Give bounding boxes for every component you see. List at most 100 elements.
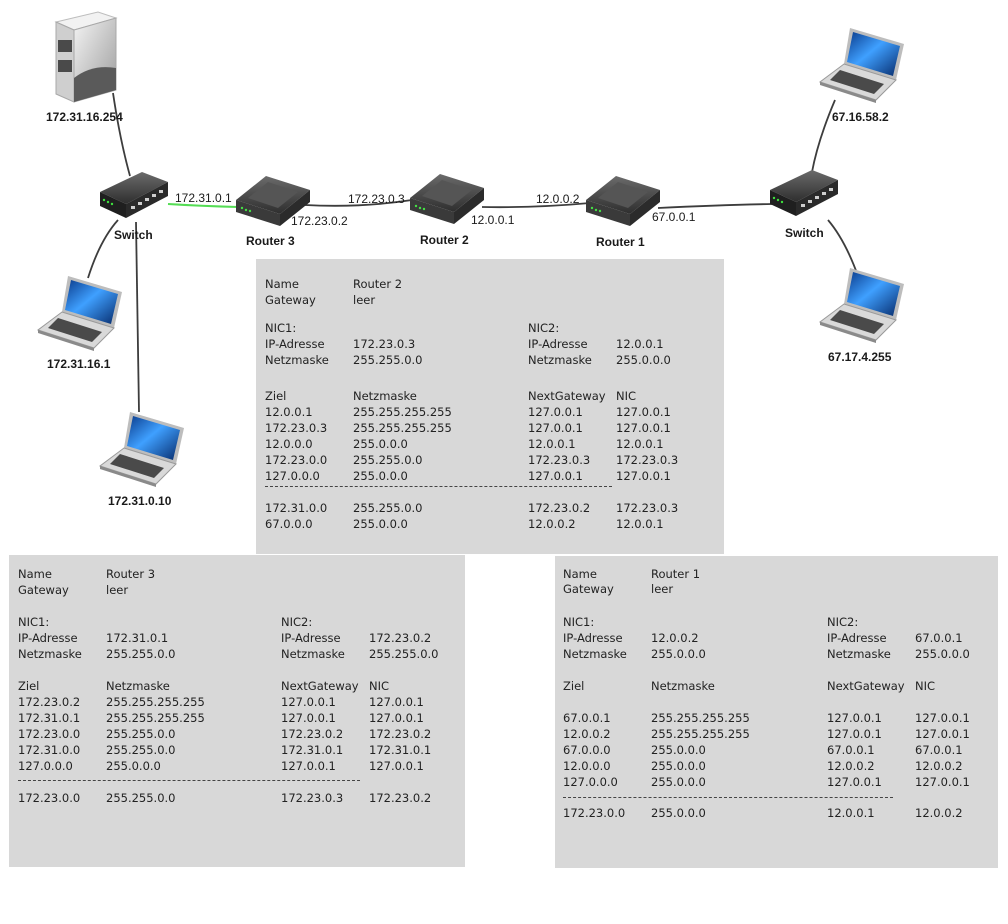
router2-icon[interactable] xyxy=(406,168,486,226)
extra-route-cell: 172.23.0.3 xyxy=(616,501,679,515)
laptop-right-2-icon[interactable] xyxy=(818,262,908,344)
table-cell: 255.255.255.255 xyxy=(106,695,205,709)
extra-route-cell: 172.23.0.2 xyxy=(528,501,591,515)
table-cell: 127.0.0.1 xyxy=(528,469,583,483)
table-cell: 127.0.0.1 xyxy=(528,405,583,419)
laptop-right-2-label: 67.17.4.255 xyxy=(828,350,892,364)
table-header-netzmaske: Netzmaske xyxy=(651,679,715,693)
cable-router3-router2 xyxy=(304,199,413,207)
table-cell: 12.0.0.1 xyxy=(616,437,664,451)
table-cell: 255.255.255.255 xyxy=(353,421,452,435)
table-cell: 127.0.0.1 xyxy=(616,405,671,419)
table-header-ziel: Ziel xyxy=(265,389,287,403)
table-separator xyxy=(265,486,612,487)
cable-switch-laptop-left-1 xyxy=(87,219,119,279)
router3-icon[interactable] xyxy=(232,170,312,228)
table-cell: 12.0.0.0 xyxy=(265,437,313,451)
table-cell: 127.0.0.0 xyxy=(265,469,320,483)
table-cell: 127.0.0.1 xyxy=(369,759,424,773)
nic1-title: NIC1: xyxy=(265,321,297,335)
table-cell: 255.0.0.0 xyxy=(353,437,408,451)
table-cell: 172.31.0.0 xyxy=(18,743,81,757)
nic2-ip-label: IP-Adresse xyxy=(281,631,341,645)
server-icon[interactable] xyxy=(52,8,120,104)
table-cell: 12.0.0.0 xyxy=(563,759,611,773)
extra-route-cell: 255.255.0.0 xyxy=(353,501,423,515)
laptop-left-1-icon[interactable] xyxy=(36,270,126,352)
table-separator xyxy=(18,780,360,781)
table-cell: 255.0.0.0 xyxy=(651,743,706,757)
nic1-mask-value: 255.255.0.0 xyxy=(106,647,176,661)
laptop-left-2-label: 172.31.0.10 xyxy=(108,494,172,508)
nic1-title: NIC1: xyxy=(18,615,50,629)
nic1-mask-value: 255.0.0.0 xyxy=(651,647,706,661)
extra-route-cell: 172.23.0.0 xyxy=(563,806,626,820)
table-cell: 172.23.0.2 xyxy=(281,727,344,741)
table-cell: 172.23.0.0 xyxy=(18,727,81,741)
switch-left-label: Switch xyxy=(114,228,153,242)
gateway-value: leer xyxy=(353,293,376,307)
table-cell: 127.0.0.1 xyxy=(827,711,882,725)
r1-left-ip-label: 12.0.0.2 xyxy=(536,192,580,206)
table-cell: 255.0.0.0 xyxy=(353,469,408,483)
table-cell: 172.23.0.3 xyxy=(265,421,328,435)
table-cell: 127.0.0.1 xyxy=(528,421,583,435)
table-cell: 255.0.0.0 xyxy=(651,759,706,773)
nic1-title: NIC1: xyxy=(563,615,595,629)
router1-icon[interactable] xyxy=(582,170,662,228)
laptop-left-1-label: 172.31.16.1 xyxy=(47,357,111,371)
name-value: Router 1 xyxy=(651,567,701,581)
table-cell: 255.0.0.0 xyxy=(651,775,706,789)
table-header-netzmaske: Netzmaske xyxy=(106,679,170,693)
table-cell: 127.0.0.1 xyxy=(915,711,970,725)
table-cell: 12.0.0.2 xyxy=(915,759,963,773)
r1-right-ip-label: 67.0.0.1 xyxy=(652,210,696,224)
table-cell: 172.23.0.3 xyxy=(616,453,679,467)
gateway-value: leer xyxy=(651,582,674,596)
extra-route-cell: 67.0.0.0 xyxy=(265,517,313,531)
table-cell: 172.31.0.1 xyxy=(369,743,432,757)
cable-switch-laptop-left-2 xyxy=(135,221,140,413)
table-header-nic: NIC xyxy=(369,679,390,693)
gateway-value: leer xyxy=(106,583,129,597)
table-cell: 255.255.0.0 xyxy=(106,743,176,757)
nic2-mask-label: Netzmaske xyxy=(528,353,592,367)
switch-left-icon[interactable] xyxy=(98,170,170,222)
cable-server-switch xyxy=(112,92,131,177)
laptop-right-1-icon[interactable] xyxy=(818,22,908,104)
name-label: Name xyxy=(563,567,597,581)
table-cell: 255.255.0.0 xyxy=(353,453,423,467)
switch-right-icon[interactable] xyxy=(768,168,840,220)
table-cell: 255.255.255.255 xyxy=(106,711,205,725)
table-cell: 172.23.0.0 xyxy=(265,453,328,467)
nic2-ip-value: 172.23.0.2 xyxy=(369,631,432,645)
table-cell: 127.0.0.1 xyxy=(616,469,671,483)
table-cell: 127.0.0.1 xyxy=(369,695,424,709)
cable-switch-router3 xyxy=(167,203,239,208)
switch-right-label: Switch xyxy=(785,226,824,240)
table-header-ziel: Ziel xyxy=(18,679,40,693)
name-value: Router 3 xyxy=(106,567,156,581)
table-cell: 127.0.0.1 xyxy=(281,695,336,709)
table-header-netzmaske: Netzmaske xyxy=(353,389,417,403)
router3-label: Router 3 xyxy=(246,234,295,248)
table-cell: 127.0.0.0 xyxy=(563,775,618,789)
table-cell: 127.0.0.1 xyxy=(827,775,882,789)
r3-left-ip-label: 172.31.0.1 xyxy=(175,191,232,205)
table-cell: 255.255.255.255 xyxy=(651,727,750,741)
cable-router1-switch-right xyxy=(657,203,773,209)
table-cell: 12.0.0.1 xyxy=(528,437,576,451)
extra-route-cell: 172.23.0.0 xyxy=(18,791,81,805)
table-header-nic: NIC xyxy=(616,389,637,403)
cable-switch-laptop-right-2 xyxy=(827,219,859,277)
table-cell: 172.23.0.2 xyxy=(18,695,81,709)
laptop-left-2-icon[interactable] xyxy=(98,406,188,488)
nic1-ip-value: 172.23.0.3 xyxy=(353,337,416,351)
router2-label: Router 2 xyxy=(420,233,469,247)
table-cell: 127.0.0.1 xyxy=(915,775,970,789)
extra-route-cell: 172.23.0.2 xyxy=(369,791,432,805)
nic2-mask-value: 255.0.0.0 xyxy=(915,647,970,661)
nic2-title: NIC2: xyxy=(281,615,313,629)
